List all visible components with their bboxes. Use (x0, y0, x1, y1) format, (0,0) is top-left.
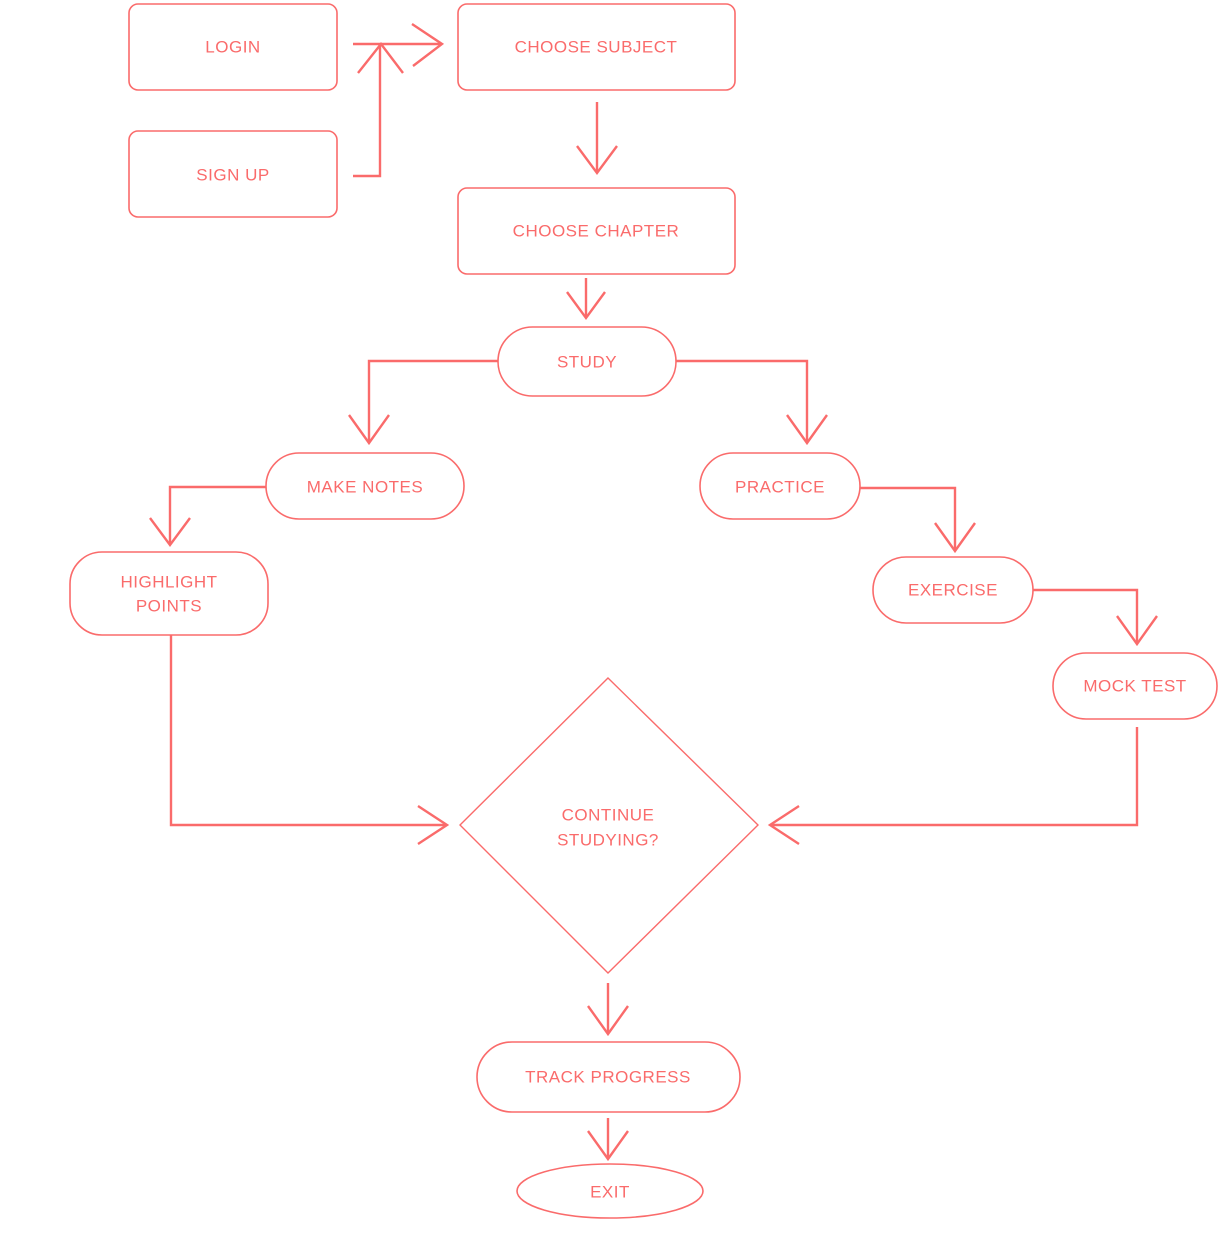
node-highlight-points[interactable]: HIGHLIGHT POINTS (69, 551, 269, 636)
make-notes-label: MAKE NOTES (307, 478, 423, 497)
exercise-label: EXERCISE (908, 581, 998, 600)
arrowhead-right (411, 23, 445, 67)
choose-chapter-label: CHOOSE CHAPTER (513, 222, 680, 241)
edge-login-to-choose-subject (353, 23, 445, 67)
arrowhead-down (348, 414, 390, 446)
arrowhead-down (786, 414, 828, 446)
edge-choose-subject-to-choose-chapter (576, 102, 618, 176)
edge-study-to-make-notes (348, 359, 498, 446)
track-progress-label: TRACK PROGRESS (525, 1068, 691, 1087)
arrowhead-left (767, 804, 800, 846)
edge-track-progress-to-exit (587, 1118, 629, 1162)
arrowhead-down (576, 145, 618, 176)
node-practice[interactable]: PRACTICE (699, 452, 861, 520)
continue-studying-label-line2: STUDYING? (557, 831, 659, 850)
edge-make-notes-to-highlight-points (149, 485, 266, 548)
highlight-points-label-line1: HIGHLIGHT (120, 573, 217, 592)
node-exit[interactable]: EXIT (516, 1163, 704, 1219)
choose-chapter-box[interactable] (457, 187, 736, 275)
node-track-progress[interactable]: TRACK PROGRESS (476, 1041, 741, 1113)
exit-ellipse[interactable] (516, 1163, 704, 1219)
highlight-points-box[interactable] (69, 551, 269, 636)
edge-line (367, 359, 498, 442)
make-notes-box[interactable] (265, 452, 465, 520)
arrowhead-right (417, 804, 450, 846)
node-choose-subject[interactable]: CHOOSE SUBJECT (457, 3, 736, 91)
choose-subject-label: CHOOSE SUBJECT (515, 38, 678, 57)
track-progress-box[interactable] (476, 1041, 741, 1113)
arrowhead-down (1116, 615, 1158, 647)
edge-continue-studying-to-track-progress (587, 983, 629, 1037)
arrowhead-down (587, 1005, 629, 1037)
arrowhead-down (587, 1130, 629, 1162)
mock-test-box[interactable] (1052, 652, 1218, 720)
edge-choose-chapter-to-study (566, 278, 606, 321)
continue-studying-label-line1: CONTINUE (562, 806, 655, 825)
practice-label: PRACTICE (735, 478, 825, 497)
exit-label: EXIT (590, 1183, 630, 1202)
highlight-points-label-line2: POINTS (136, 597, 202, 616)
login-label: LOGIN (205, 38, 260, 57)
edge-study-to-practice (676, 359, 828, 446)
edge-line (168, 485, 266, 544)
edge-line (353, 44, 382, 178)
node-choose-chapter[interactable]: CHOOSE CHAPTER (457, 187, 736, 275)
arrowhead-down (934, 522, 976, 554)
edge-line (1033, 588, 1139, 643)
node-study[interactable]: STUDY (497, 326, 677, 397)
login-box[interactable] (128, 3, 338, 91)
edge-line (676, 359, 809, 442)
edge-line (860, 486, 957, 550)
sign-up-box[interactable] (128, 130, 338, 218)
edge-exercise-to-mock-test (1033, 588, 1158, 647)
node-sign-up[interactable]: SIGN UP (128, 130, 338, 218)
continue-studying-diamond[interactable] (459, 677, 759, 974)
node-exercise[interactable]: EXERCISE (872, 556, 1034, 624)
study-label: STUDY (557, 353, 617, 372)
mock-test-label: MOCK TEST (1083, 677, 1186, 696)
edge-practice-to-exercise (860, 486, 976, 554)
arrowhead-down (566, 291, 606, 321)
exercise-box[interactable] (872, 556, 1034, 624)
sign-up-label: SIGN UP (196, 166, 269, 185)
arrowhead-up (357, 42, 404, 74)
edge-signup-to-choose-subject (353, 42, 404, 178)
arrowhead-down (149, 517, 191, 548)
node-make-notes[interactable]: MAKE NOTES (265, 452, 465, 520)
practice-box[interactable] (699, 452, 861, 520)
node-login[interactable]: LOGIN (128, 3, 338, 91)
edge-line (771, 727, 1139, 827)
edge-highlight-points-to-continue-studying (169, 635, 450, 846)
choose-subject-box[interactable] (457, 3, 736, 91)
edge-line (169, 635, 446, 827)
edge-mock-test-to-continue-studying (767, 727, 1139, 846)
node-continue-studying[interactable]: CONTINUE STUDYING? (459, 677, 759, 974)
study-box[interactable] (497, 326, 677, 397)
node-mock-test[interactable]: MOCK TEST (1052, 652, 1218, 720)
